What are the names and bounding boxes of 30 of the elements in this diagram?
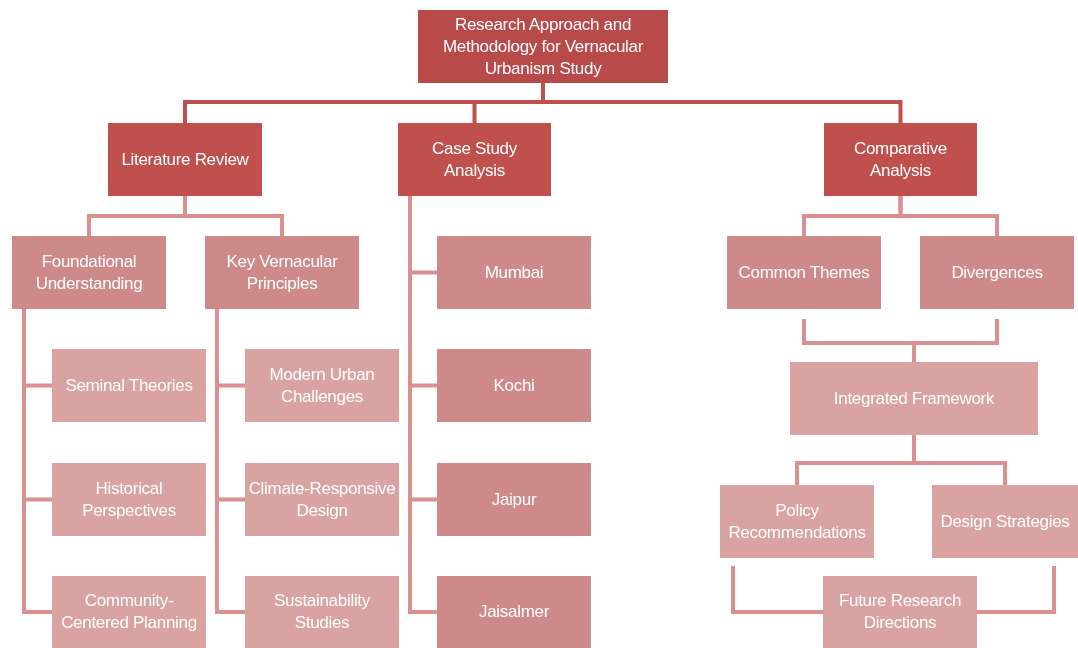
connector-line [912, 435, 1007, 485]
connector-line [215, 309, 245, 614]
process-box: Community-Centered Planning [52, 576, 206, 648]
process-box: Climate-Responsive Design [245, 463, 399, 536]
process-box: Foundational Understanding [12, 236, 166, 309]
connector-line [408, 196, 437, 614]
process-box: Kochi [437, 349, 591, 422]
process-box: Jaipur [437, 463, 591, 536]
process-box: Future Research Directions [823, 576, 977, 648]
process-box: Common Themes [727, 236, 881, 309]
process-box: Key Vernacular Principles [205, 236, 359, 309]
connector-line [731, 566, 823, 614]
connector-line [912, 319, 999, 362]
connector-line [898, 196, 999, 236]
process-box: Comparative Analysis [824, 123, 977, 196]
process-box: Historical Perspectives [52, 463, 206, 536]
process-box: Sustainability Studies [245, 576, 399, 648]
process-box: Seminal Theories [52, 349, 206, 422]
process-box: Divergences [920, 236, 1074, 309]
process-box: Mumbai [437, 236, 591, 309]
process-box: Jaisalmer [437, 576, 591, 648]
process-box: Case Study Analysis [398, 123, 551, 196]
connector-line [977, 566, 1056, 614]
process-box: Integrated Framework [790, 362, 1038, 435]
title-box: Research Approach and Methodology for Vernacular Urbanism Study [418, 10, 668, 83]
process-box: Modern Urban Challenges [245, 349, 399, 422]
process-box: Policy Recommendations [720, 485, 874, 558]
process-box: Literature Review [108, 123, 262, 196]
process-box: Design Strategies [932, 485, 1078, 558]
connector-line [22, 309, 52, 614]
